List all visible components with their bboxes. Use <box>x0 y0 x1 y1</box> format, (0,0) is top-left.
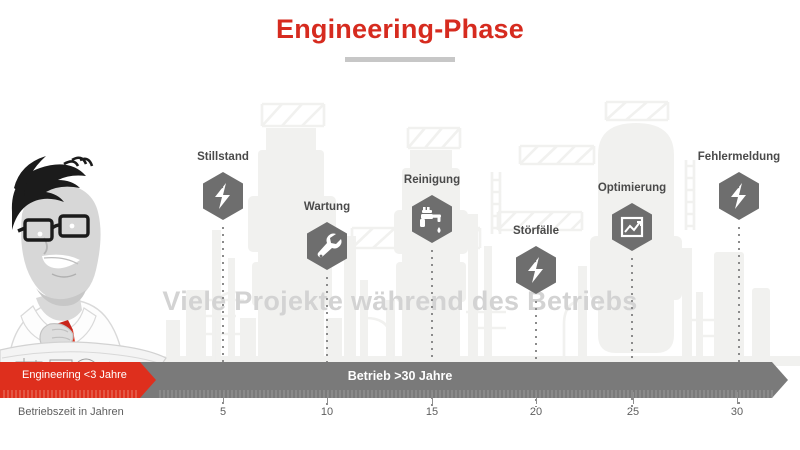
connector-dots <box>535 301 537 407</box>
tick-label: 20 <box>529 406 543 418</box>
milestone-stillstand[interactable]: Stillstand <box>153 150 293 407</box>
milestone-stoerfaelle[interactable]: Störfälle <box>466 224 606 407</box>
connector-dots <box>631 258 633 407</box>
milestone-reinigung[interactable]: Reinigung <box>362 173 502 407</box>
tick-label: 30 <box>730 406 744 418</box>
faucet-icon[interactable] <box>410 194 454 244</box>
watermark-text: Viele Projekte während des Betriebs <box>162 286 638 316</box>
engineering-phase-label: Engineering <3 Jahre <box>22 369 127 381</box>
milestone-label: Optimierung <box>597 182 667 194</box>
milestone-wartung[interactable]: Wartung <box>257 200 397 407</box>
axis-tick: 15 <box>412 392 452 418</box>
lightning-bolt-icon[interactable] <box>717 171 761 221</box>
tick-label: 5 <box>219 406 227 418</box>
milestone-label: Wartung <box>303 201 351 213</box>
tick-line <box>222 392 224 404</box>
milestone-label: Fehlermeldung <box>697 151 781 163</box>
page-title-block: Engineering-Phase <box>0 12 800 62</box>
milestone-label: Reinigung <box>403 174 461 186</box>
milestone-label: Stillstand <box>197 151 249 163</box>
milestone-fehlermeldung[interactable]: Fehlermeldung <box>669 150 800 407</box>
operation-phase-label: Betrieb >30 Jahre <box>347 369 453 383</box>
tick-line <box>326 392 328 404</box>
axis-tick: 20 <box>516 392 556 418</box>
tick-label: 15 <box>425 406 439 418</box>
axis-tick: 25 <box>613 392 653 418</box>
lightning-bolt-icon[interactable] <box>201 171 245 221</box>
tick-line <box>632 392 634 404</box>
connector-dots <box>431 250 433 407</box>
milestone-optimierung[interactable]: Optimierung <box>562 181 702 407</box>
timeline-bar: Engineering <3 Jahre Betrieb >30 Jahre <box>0 362 800 398</box>
title-underline <box>345 57 455 62</box>
lightning-bolt-icon[interactable] <box>514 245 558 295</box>
axis-tick: 30 <box>717 392 757 418</box>
tick-line <box>736 392 738 404</box>
connector-dots <box>326 277 328 407</box>
axis-tick: 10 <box>307 392 347 418</box>
connector-dots <box>738 227 740 407</box>
connector-dots <box>222 227 224 407</box>
axis-tick: 5 <box>203 392 243 418</box>
axis-years: Betriebszeit in Jahren 5 10 15 20 25 30 <box>0 392 800 432</box>
axis-title: Betriebszeit in Jahren <box>18 406 124 418</box>
tick-label: 10 <box>320 406 334 418</box>
milestone-label: Störfälle <box>512 225 559 237</box>
chart-trend-icon[interactable] <box>610 202 654 252</box>
tick-line <box>535 392 537 404</box>
tick-line <box>431 392 433 404</box>
page-title: Engineering-Phase <box>276 14 524 44</box>
tick-label: 25 <box>626 406 640 418</box>
wrench-icon[interactable] <box>305 221 349 271</box>
